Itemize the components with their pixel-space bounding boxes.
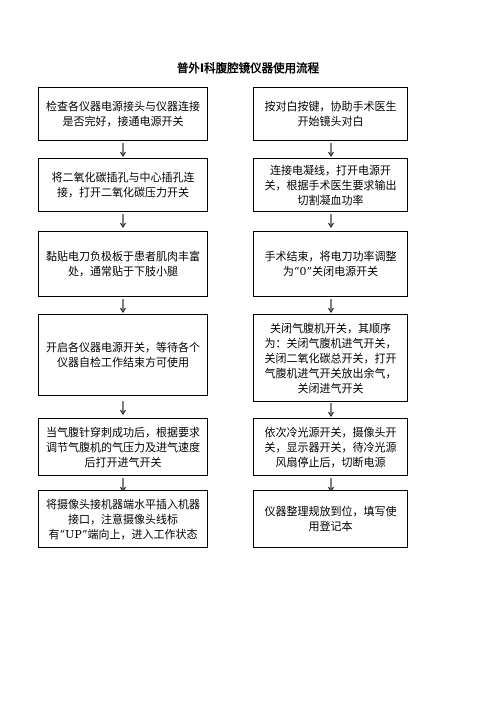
right-step-2: 连接电凝线，打开电源开关，根据手术医生要求输出切割凝血功率 [253, 158, 408, 212]
arrow-down-icon [118, 143, 128, 157]
right-step-6: 仪器整理规放到位，填写使用登记本 [253, 490, 408, 548]
arrow-down-icon [118, 299, 128, 313]
right-step-3: 手术结束，将电刀功率调整为“0”关闭电源开关 [253, 231, 408, 297]
left-step-4: 开启各仪器电源开关，等待各个仪器自检工作结束方可使用 [38, 314, 208, 396]
arrow-down-icon [118, 214, 128, 228]
arrow-down-icon [326, 299, 336, 313]
left-step-2: 将二氧化碳插孔与中心插孔连接，打开二氧化碳压力开关 [38, 158, 208, 212]
arrow-down-icon [326, 403, 336, 417]
left-step-5: 当气腹针穿刺成功后，根据要求调节气腹机的气压力及进气速度后打开进气开关 [38, 418, 208, 476]
right-step-1: 按对白按键，协助手术医生开始镜头对白 [253, 87, 408, 141]
left-step-3: 黏贴电刀负极板于患者肌肉丰富处，通常贴于下肢小腿 [38, 231, 208, 297]
flowchart-title: 普外Ⅰ科腹腔镜仪器使用流程 [176, 61, 320, 75]
arrow-down-icon [118, 401, 128, 415]
left-step-6: 将摄像头接机器端水平插入机器接口，注意摄像头线标有“UP”端向上，进入工作状态 [38, 490, 208, 548]
right-step-5: 依次冷光源开关，摄像头开关，显示器开关，待冷光源风扇停止后，切断电源 [253, 418, 408, 476]
arrow-down-icon [326, 143, 336, 157]
right-step-4: 关闭气腹机开关，其顺序为：关闭气腹机进气开关，关闭二氧化碳总开关，打开气腹机进气… [253, 314, 408, 402]
arrow-down-icon [326, 214, 336, 228]
left-step-1: 检查各仪器电源接头与仪器连接是否完好，接通电源开关 [38, 87, 208, 141]
